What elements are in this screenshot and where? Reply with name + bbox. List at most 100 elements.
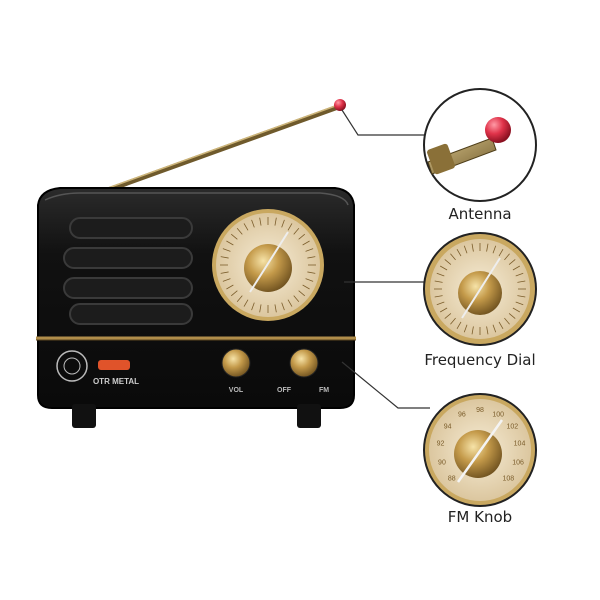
dial-tick [486, 326, 489, 335]
antenna-callout-tip [485, 117, 511, 143]
dial-tick [251, 302, 255, 311]
dial-number: 96 [458, 411, 466, 418]
radio-foot-left [72, 404, 96, 428]
callout-label-frequency-dial: Frequency Dial [424, 351, 536, 369]
dial-number: 104 [514, 441, 526, 448]
brand-badge [56, 350, 130, 382]
dial-tick [305, 248, 314, 252]
speaker-grill [63, 217, 193, 325]
dial-tick [236, 295, 243, 303]
radio-foot-right [297, 404, 321, 428]
dial-number: 88 [448, 475, 456, 482]
dial-tick [305, 278, 314, 282]
dial-tick [220, 256, 229, 259]
dial-tick [307, 271, 316, 274]
dial-tick [236, 227, 243, 235]
dial-tick [226, 284, 234, 290]
dial-tick [504, 253, 510, 261]
dial-tick [230, 233, 238, 240]
dial-tick [436, 272, 445, 277]
dial-tick [450, 253, 456, 261]
dial-tick [498, 321, 504, 330]
dial-tick [243, 223, 249, 231]
dial-tick [512, 307, 521, 313]
dial-tick [436, 301, 445, 306]
dial-tick [226, 240, 234, 246]
dial-tick [274, 217, 277, 226]
callout-label-fm-knob: FM Knob [447, 508, 513, 526]
dial-tick [515, 272, 524, 277]
antenna-callout-image [423, 88, 537, 202]
dial-tick [508, 313, 516, 319]
dial-tick [444, 313, 452, 319]
knob-label-vol: VOL [229, 387, 244, 394]
dial-number: 100 [492, 411, 504, 418]
dial-number: 98 [476, 407, 484, 414]
dial-tick [298, 290, 306, 297]
dial-tick [434, 280, 443, 283]
dial-number: 102 [507, 423, 519, 430]
knob-label-fm: FM [319, 387, 329, 394]
dial-number: 92 [437, 441, 445, 448]
dial-tick [287, 299, 293, 307]
callout-leader-lines [341, 109, 430, 409]
dial-tick [471, 326, 474, 335]
dial-tick [439, 307, 448, 313]
radio-knobs [221, 348, 319, 378]
antenna-tip [334, 99, 346, 111]
radio-frequency-dial [212, 209, 324, 321]
dial-tick [517, 295, 526, 298]
volume-knob [221, 348, 251, 378]
dial-number: 94 [444, 423, 452, 430]
dial-tick [230, 290, 238, 297]
dial-tick [274, 304, 277, 313]
dial-tick [512, 265, 521, 271]
dial-tick [298, 233, 306, 240]
fm-knob [289, 348, 319, 378]
dial-tick [251, 219, 255, 228]
power-indicator [98, 360, 130, 370]
dial-tick [222, 278, 231, 282]
brand-label: OTR METAL [93, 377, 139, 386]
dial-tick [456, 321, 462, 330]
dial-tick [444, 259, 452, 265]
dial-tick [498, 248, 504, 257]
dial-tick [307, 256, 316, 259]
dial-number: 108 [502, 475, 514, 482]
dial-number: 90 [438, 459, 446, 466]
dial-tick [463, 324, 468, 333]
dial-tick [222, 248, 231, 252]
callout-label-antenna: Antenna [448, 205, 512, 223]
dial-tick [504, 317, 510, 325]
dial-tick [220, 271, 229, 274]
dial-tick [434, 295, 443, 298]
dial-tick [517, 280, 526, 283]
dial-tick [471, 243, 474, 252]
dial-tick [287, 223, 293, 231]
dial-tick [439, 265, 448, 271]
antenna [105, 99, 346, 193]
dial-tick [486, 243, 489, 252]
dial-tick [259, 304, 262, 313]
dial-tick [508, 259, 516, 265]
knob-label-off: OFF [277, 387, 292, 394]
dial-tick [492, 324, 497, 333]
dial-tick [492, 245, 497, 254]
dial-tick [281, 302, 285, 311]
dial-tick [463, 245, 468, 254]
dial-tick [515, 301, 524, 306]
dial-tick [293, 295, 300, 303]
brand-logo [56, 350, 88, 382]
dial-tick [293, 227, 300, 235]
dial-tick [259, 217, 262, 226]
dial-tick [243, 299, 249, 307]
dial-tick [450, 317, 456, 325]
dial-number: 106 [512, 459, 524, 466]
dial-tick [281, 219, 285, 228]
dial-tick [302, 284, 310, 290]
dial-tick [456, 248, 462, 257]
dial-tick [302, 240, 310, 246]
frequency-dial-callout-image [423, 232, 537, 346]
